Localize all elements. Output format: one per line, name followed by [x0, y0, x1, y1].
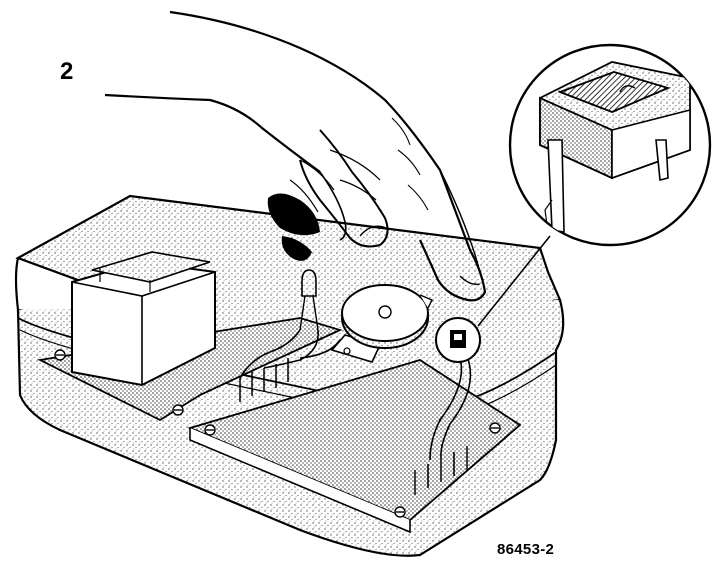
circuit-boards [37, 317, 522, 534]
figure-number: 2 [60, 58, 74, 85]
hand-pointing-finger [104, 10, 487, 302]
figure-code: 86453-2 [497, 541, 555, 558]
piezo-buzzer [330, 284, 433, 363]
leader-line [477, 235, 551, 327]
mains-transformer [71, 251, 216, 387]
photo-interrupter-sensor [435, 317, 481, 363]
led [299, 269, 319, 331]
sensor-detail-inset [508, 43, 712, 247]
